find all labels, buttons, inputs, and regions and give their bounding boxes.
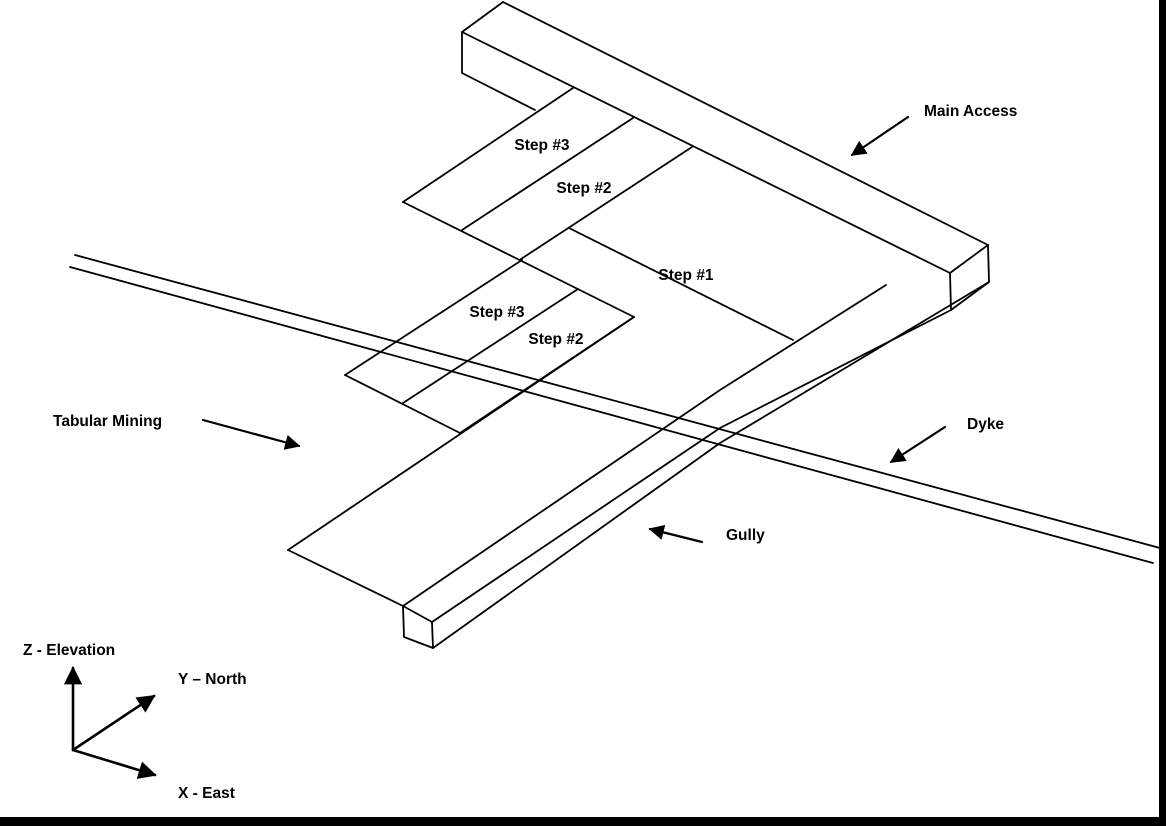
gully-arrow	[648, 524, 704, 544]
slab-northwest-edge	[287, 316, 635, 551]
main-access-label: Main Access	[924, 103, 1017, 120]
frame-right-edge	[1159, 0, 1166, 826]
lower-bench-edge-2	[402, 288, 579, 404]
upper-bench-toe-line	[402, 201, 635, 318]
gully-beam	[402, 281, 990, 649]
tabular-mining-arrow	[201, 418, 301, 450]
step-1-label: Step #1	[658, 267, 714, 284]
slab-southwest-edge	[287, 549, 404, 607]
feature-labels: Main Access Step #1 Step #3 Step #2 Step…	[53, 103, 1017, 544]
y-axis-label: Y – North	[178, 671, 247, 688]
lower-bench-edge-1	[344, 259, 523, 376]
gully-ridge-edge	[431, 309, 952, 623]
frame-bottom-edge	[0, 817, 1166, 826]
dyke-upper-line	[74, 254, 1161, 549]
tabular-slab	[287, 227, 794, 607]
step-2-lower-label: Step #2	[528, 331, 583, 348]
dyke-arrow	[889, 425, 947, 464]
x-axis-label: X - East	[178, 785, 235, 802]
upper-bench-edge-2	[461, 117, 634, 231]
dyke-lines	[69, 254, 1161, 564]
step-3-upper-label: Step #3	[514, 137, 570, 154]
lower-bench-toe-line	[344, 374, 461, 434]
gully-top-left-edge	[402, 284, 887, 607]
main-access-front-top-edge	[461, 31, 951, 274]
axis-legend: Z - Elevation Y – North X - East	[23, 642, 247, 802]
gully-bottom-end-cap	[402, 605, 434, 649]
upper-bench-edge-1	[402, 87, 574, 203]
main-access-arrow	[850, 115, 910, 157]
main-access-top-back-edge	[502, 1, 989, 246]
main-access-beam	[461, 1, 990, 311]
tabular-mining-label: Tabular Mining	[53, 413, 162, 430]
y-axis-arrow	[71, 694, 156, 752]
step-2-upper-label: Step #2	[556, 180, 611, 197]
upper-bench-edge-3	[520, 146, 693, 260]
gully-label: Gully	[726, 527, 765, 544]
dyke-lower-line	[69, 266, 1154, 564]
main-access-right-end-cap	[949, 244, 990, 311]
main-access-left-end	[461, 1, 536, 111]
dyke-label: Dyke	[967, 416, 1004, 433]
step-3-lower-label: Step #3	[469, 304, 525, 321]
main-access-toe-line	[568, 227, 794, 341]
x-axis-arrow	[71, 748, 157, 779]
callout-arrows	[201, 115, 947, 544]
upper-bench	[402, 87, 693, 318]
z-axis-label: Z - Elevation	[23, 642, 115, 659]
gully-bottom-edge	[432, 281, 990, 649]
